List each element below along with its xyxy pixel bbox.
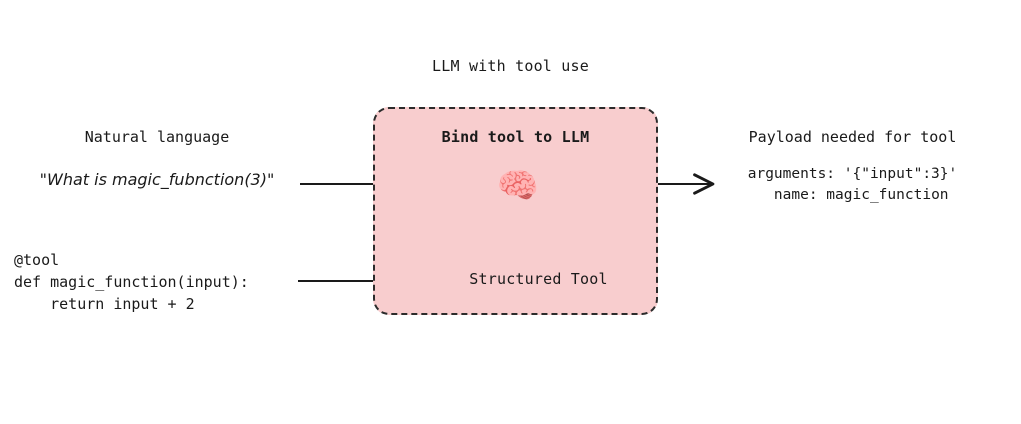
brain-icon: 🧠 (496, 166, 540, 206)
diagram-title: LLM with tool use (432, 57, 589, 75)
payload-content: arguments: '{"input":3}' name: magic_fun… (747, 166, 958, 204)
tool-definition-code: @tool def magic_function(input): return … (14, 251, 249, 313)
natural-language-quote: "What is magic_fubnction(3)" (39, 170, 275, 189)
bind-tool-to-llm-heading: Bind tool to LLM (441, 128, 590, 146)
payload-heading: Payload needed for tool (748, 128, 957, 146)
structured-tool-label: Structured Tool (469, 270, 608, 288)
natural-language-heading: Natural language (84, 128, 230, 146)
